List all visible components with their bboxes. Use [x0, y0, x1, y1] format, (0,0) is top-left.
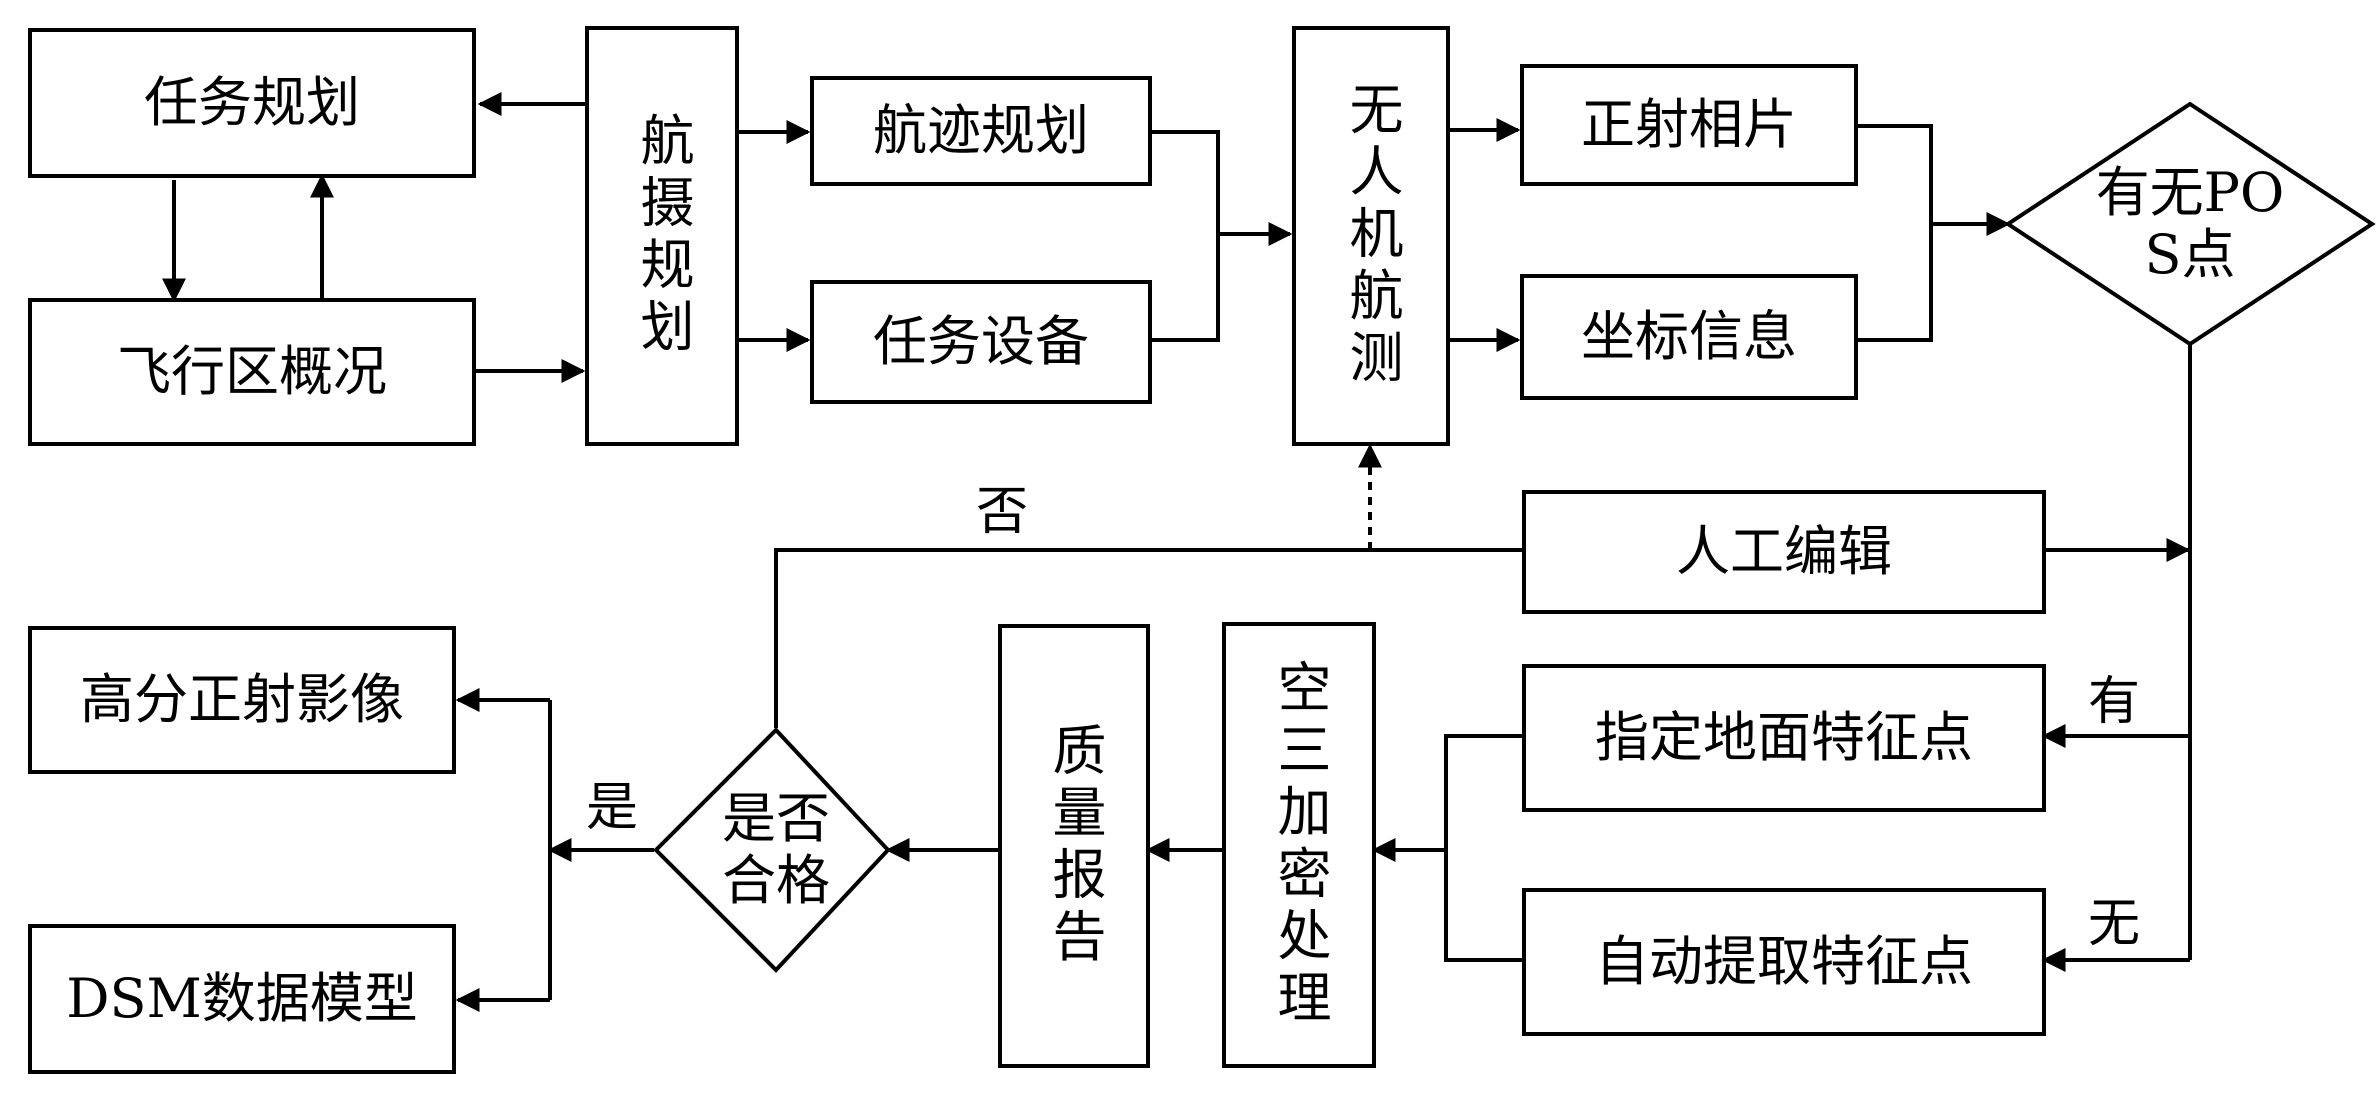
edge-equip-merge: [1150, 234, 1220, 342]
node-pos-check-label: 有无POS点: [2095, 160, 2285, 286]
node-hr-ortho-label: 高分正射影像: [80, 668, 404, 731]
pos-check-diamond: [2004, 101, 2376, 347]
edge-ortho-merge: [1856, 124, 1933, 224]
node-uav-survey-label: 无人机航测: [1340, 81, 1403, 391]
qualified-check-diamond: [653, 727, 891, 973]
node-aerial-planning: 航摄规划: [585, 26, 739, 446]
node-flight-area-label: 飞行区概况: [117, 340, 387, 403]
node-ortho-photo: 正射相片: [1520, 64, 1858, 186]
edge-label-has: 有: [2088, 672, 2141, 732]
node-track-planning: 航迹规划: [810, 76, 1152, 186]
node-task-planning: 任务规划: [28, 28, 476, 178]
node-task-equipment: 任务设备: [810, 280, 1152, 404]
node-dsm-model-label: DSM数据模型: [66, 967, 418, 1030]
node-qualified-check-label: 是否合格: [722, 786, 830, 912]
node-ortho-photo-label: 正射相片: [1581, 93, 1797, 156]
node-pos-check: 有无POS点: [2060, 154, 2320, 294]
node-dsm-model: DSM数据模型: [28, 924, 456, 1074]
node-designate-points: 指定地面特征点: [1522, 664, 2046, 812]
node-track-planning-label: 航迹规划: [873, 99, 1089, 162]
edge-label-none: 无: [2088, 894, 2141, 954]
node-flight-area: 飞行区概况: [28, 298, 476, 446]
node-aerial-planning-label: 航摄规划: [631, 112, 694, 360]
node-quality-report: 质量报告: [998, 624, 1150, 1068]
node-hr-ortho: 高分正射影像: [28, 626, 456, 774]
node-task-planning-label: 任务规划: [144, 71, 360, 134]
node-aerotriangulation-label: 空三加密处理: [1268, 659, 1331, 1031]
node-aerotriangulation: 空三加密处理: [1222, 622, 1376, 1068]
node-coord-info-label: 坐标信息: [1581, 305, 1797, 368]
edge-check-no: [774, 548, 1522, 728]
node-designate-points-label: 指定地面特征点: [1595, 706, 1973, 769]
node-auto-extract-label: 自动提取特征点: [1595, 930, 1973, 993]
edge-label-yes: 是: [586, 778, 639, 838]
node-uav-survey: 无人机航测: [1292, 26, 1450, 446]
edge-track-merge: [1150, 130, 1220, 234]
node-coord-info: 坐标信息: [1520, 274, 1858, 400]
node-auto-extract: 自动提取特征点: [1522, 888, 2046, 1036]
node-quality-report-label: 质量报告: [1043, 722, 1106, 970]
edge-auto-merge: [1444, 850, 1522, 962]
node-manual-edit: 人工编辑: [1522, 490, 2046, 614]
node-manual-edit-label: 人工编辑: [1676, 520, 1892, 583]
node-qualified-check: 是否合格: [686, 786, 866, 912]
edge-coord-merge: [1856, 224, 1933, 342]
edge-label-no: 否: [976, 482, 1029, 542]
node-task-equipment-label: 任务设备: [873, 310, 1089, 373]
edge-designate-merge: [1444, 734, 1522, 850]
